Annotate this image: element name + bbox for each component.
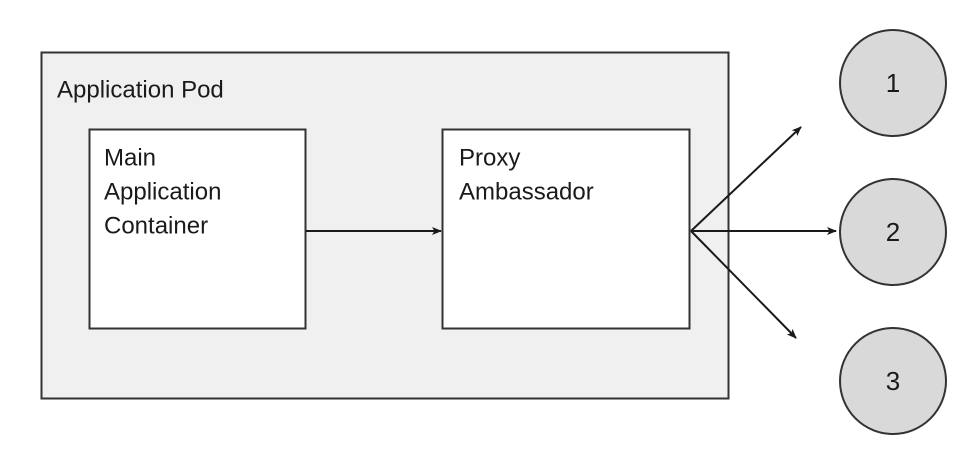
- service-1-circle[interactable]: [839, 29, 947, 137]
- proxy-ambassador-line-1: Proxy: [459, 144, 520, 171]
- main-application-container-line-3: Container: [104, 212, 208, 239]
- proxy-ambassador-line-2: Ambassador: [459, 178, 594, 205]
- service-3-circle[interactable]: [839, 327, 947, 435]
- main-application-container-box[interactable]: [88, 128, 307, 330]
- service-2-circle[interactable]: [839, 178, 947, 286]
- service-2-label: 2: [886, 217, 900, 247]
- service-2-group[interactable]: 2: [839, 178, 947, 286]
- application-pod-label: Application Pod: [57, 76, 224, 103]
- service-1-group[interactable]: 1: [839, 29, 947, 137]
- proxy-ambassador-group[interactable]: Proxy Ambassador: [441, 128, 691, 330]
- main-application-container-line-2: Application: [104, 178, 221, 205]
- service-3-label: 3: [886, 366, 900, 396]
- connector-proxy-to-service-1: [690, 126, 802, 232]
- service-3-group[interactable]: 3: [839, 327, 947, 435]
- connector-proxy-to-service-3: [690, 230, 797, 339]
- proxy-ambassador-box[interactable]: [441, 128, 691, 330]
- main-application-container-line-1: Main: [104, 144, 156, 171]
- main-application-container-group[interactable]: Main Application Container: [88, 128, 307, 330]
- service-1-label: 1: [886, 68, 900, 98]
